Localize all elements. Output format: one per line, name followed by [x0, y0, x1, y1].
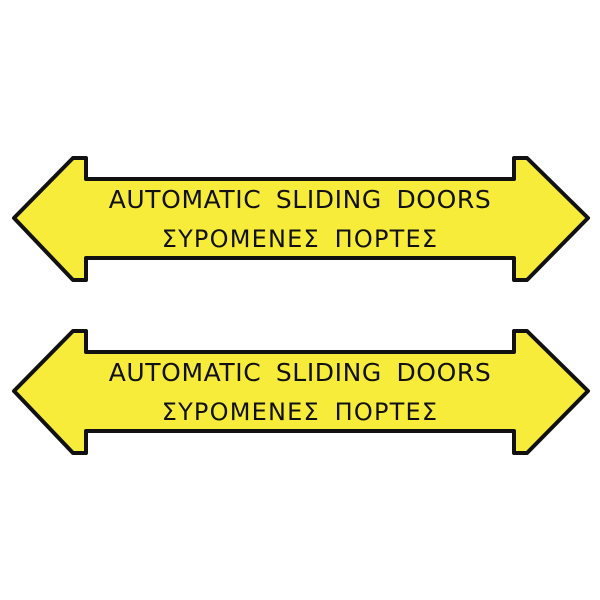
double-arrow-sign-1: AUTOMATIC SLIDING DOORS ΣΥΡΟΜΕΝΕΣ ΠΟΡΤΕΣ: [0, 155, 600, 285]
double-arrow-icon: [12, 156, 590, 282]
double-arrow-sign-2: AUTOMATIC SLIDING DOORS ΣΥΡΟΜΕΝΕΣ ΠΟΡΤΕΣ: [0, 328, 600, 458]
sign-1-english-label: AUTOMATIC SLIDING DOORS: [108, 185, 492, 214]
sign-2-english-label: AUTOMATIC SLIDING DOORS: [108, 358, 492, 387]
sign-2-greek-label: ΣΥΡΟΜΕΝΕΣ ΠΟΡΤΕΣ: [161, 398, 439, 426]
sign-1-greek-label: ΣΥΡΟΜΕΝΕΣ ΠΟΡΤΕΣ: [161, 225, 439, 253]
double-arrow-icon: [12, 329, 590, 455]
